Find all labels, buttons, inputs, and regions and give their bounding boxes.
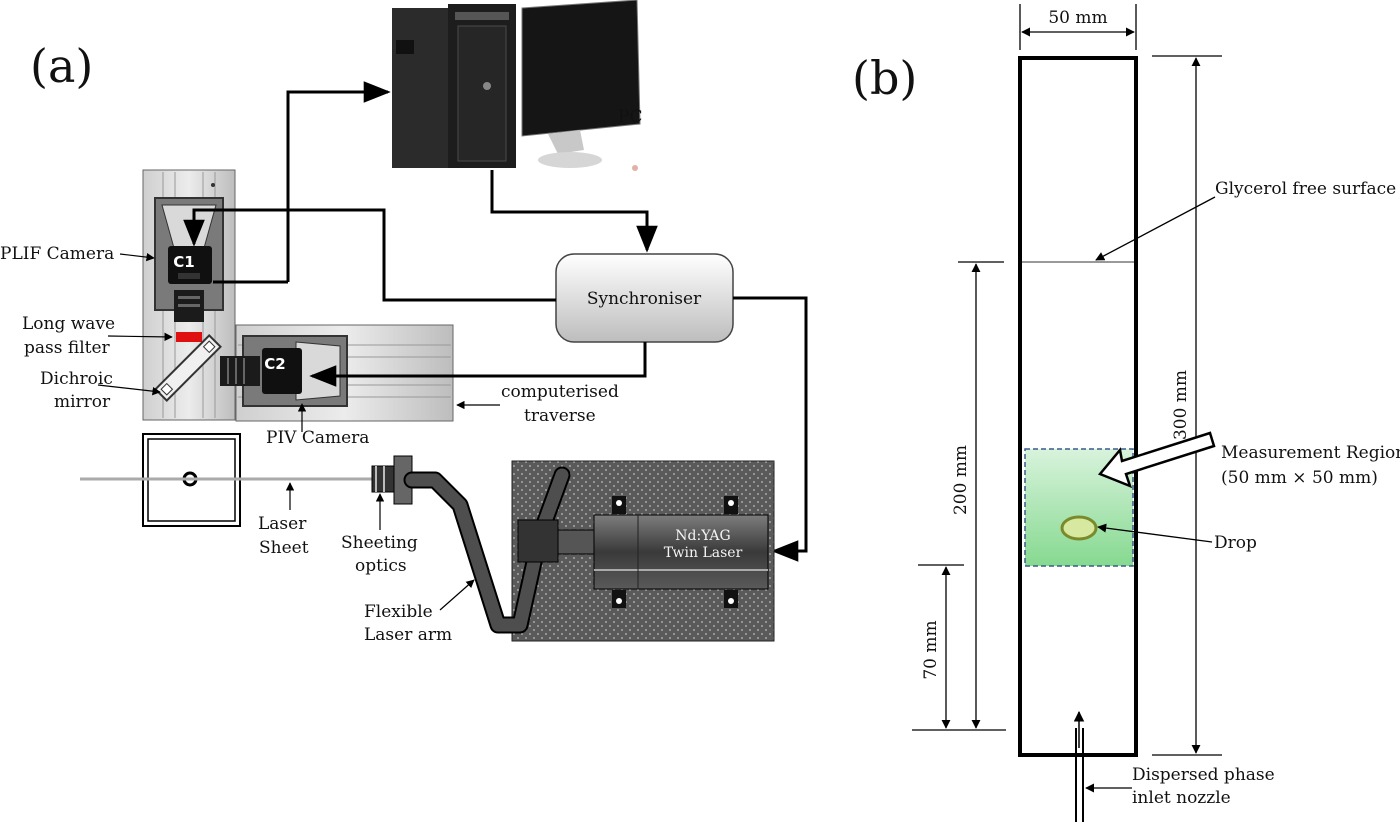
laser-sheet-label-line1: Laser [258,514,307,534]
optics-label-line1: Sheeting [341,533,418,553]
arm-label-line2: Laser arm [364,625,452,645]
dimension-lines [912,4,1222,756]
pc-tower [392,4,516,168]
c2-label: C2 [264,355,285,373]
filter-label-line2: pass filter [24,338,111,358]
height-total-label: 300 mm [1171,370,1191,440]
arm-label-line1: Flexible [364,602,433,622]
optics-label-line2: optics [355,556,407,576]
synchroniser-label: Synchroniser [587,289,702,309]
plif-camera-label: PLIF Camera [0,244,114,264]
c1-label: C1 [173,253,194,271]
dichroic-mirror [154,334,222,402]
laser-label-line1: Nd:YAG [675,528,730,544]
nozzle-label-line1: Dispersed phase [1132,765,1275,785]
nozzle-label-line2: inlet nozzle [1132,788,1231,808]
measurement-region-pointer [1097,431,1216,489]
plif-camera [154,197,224,342]
free-surface-label: Glycerol free surface [1215,179,1396,199]
region-label-line1: Measurement Region [1221,443,1400,463]
laser-label-line2: Twin Laser [664,545,743,561]
nd-yag-laser [517,496,769,608]
traverse-label-line1: computerised [501,382,619,402]
glycerol-column [1018,56,1138,757]
leader-arrows [97,252,500,611]
mirror-label-line2: mirror [54,392,111,412]
height-liquid-label: 200 mm [951,445,971,515]
pc-monitor [521,0,641,171]
laser-sheet-label-line2: Sheet [259,538,309,558]
panel-b-leaders [1085,196,1216,793]
inlet-nozzle [1075,728,1084,822]
piv-camera [220,335,348,407]
mirror-label-line1: Dichroic [40,369,113,389]
sheeting-optics [371,455,413,505]
drop [1060,515,1098,541]
height-region-label: 70 mm [921,620,941,679]
pc-label: PC [618,107,642,127]
drop-label: Drop [1214,533,1257,553]
region-label-line2: (50 mm × 50 mm) [1221,468,1378,488]
panel-b: (b) [852,4,1400,822]
panel-a: (a) PC Synchroniser [0,0,808,645]
piv-camera-label: PIV Camera [266,428,369,448]
panel-a-label: (a) [30,39,93,93]
traverse-label-line2: traverse [524,406,596,426]
filter-label-line1: Long wave [22,314,115,334]
connection-lines [183,81,808,562]
panel-b-label: (b) [852,51,917,105]
width-dimension-label: 50 mm [1048,8,1107,28]
long-wave-pass-filter [176,332,202,342]
